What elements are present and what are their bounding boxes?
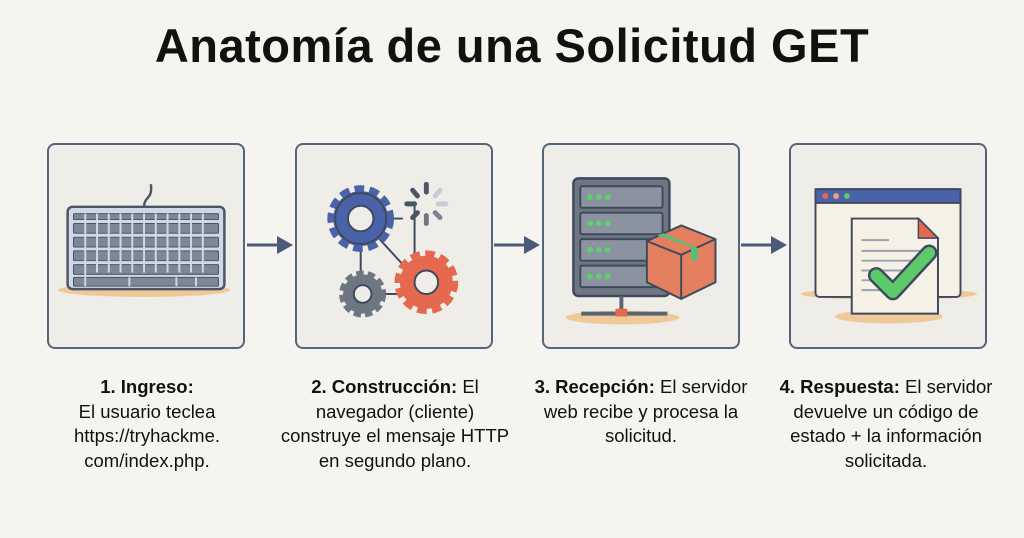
step-4-caption: 4. Respuesta: El servidor devuelve un có… — [766, 375, 1006, 473]
arrow-right-icon — [494, 236, 540, 254]
step-2-text: El navegador (cliente) construye el mens… — [280, 376, 510, 471]
step-4-panel — [789, 143, 987, 349]
step-3-text: El servidor web recibe y procesa la soli… — [543, 376, 748, 446]
step-1-panel — [47, 143, 245, 349]
page-title: Anatomía de una Solicitud GET — [154, 19, 870, 72]
step-3-label: 3. Recepción: — [534, 376, 655, 397]
step-3-caption: 3. Recepción: El servidor web recibe y p… — [521, 375, 761, 449]
step-2-panel — [295, 143, 493, 349]
keyboard-icon — [57, 184, 231, 297]
arrow-right-icon — [741, 236, 787, 254]
step-1-text: El usuario teclea https://tryhackme. com… — [74, 400, 220, 471]
arrow-right-icon — [247, 236, 293, 254]
step-1-label: 1. Ingreso: — [100, 376, 194, 397]
step-2-caption: 2. Construcción: El navegador (cliente) … — [275, 375, 515, 473]
server-icon — [565, 177, 717, 325]
step-3-panel — [542, 143, 740, 349]
step-4-text: El servidor devuelve un código de estado… — [790, 376, 993, 471]
step-2-label: 2. Construcción: — [311, 376, 458, 397]
step-4-label: 4. Respuesta: — [779, 376, 900, 397]
step-1-caption: 1. Ingreso: El usuario teclea https://try… — [27, 375, 267, 473]
document-check-icon — [800, 188, 978, 324]
gears-icon — [327, 181, 459, 318]
